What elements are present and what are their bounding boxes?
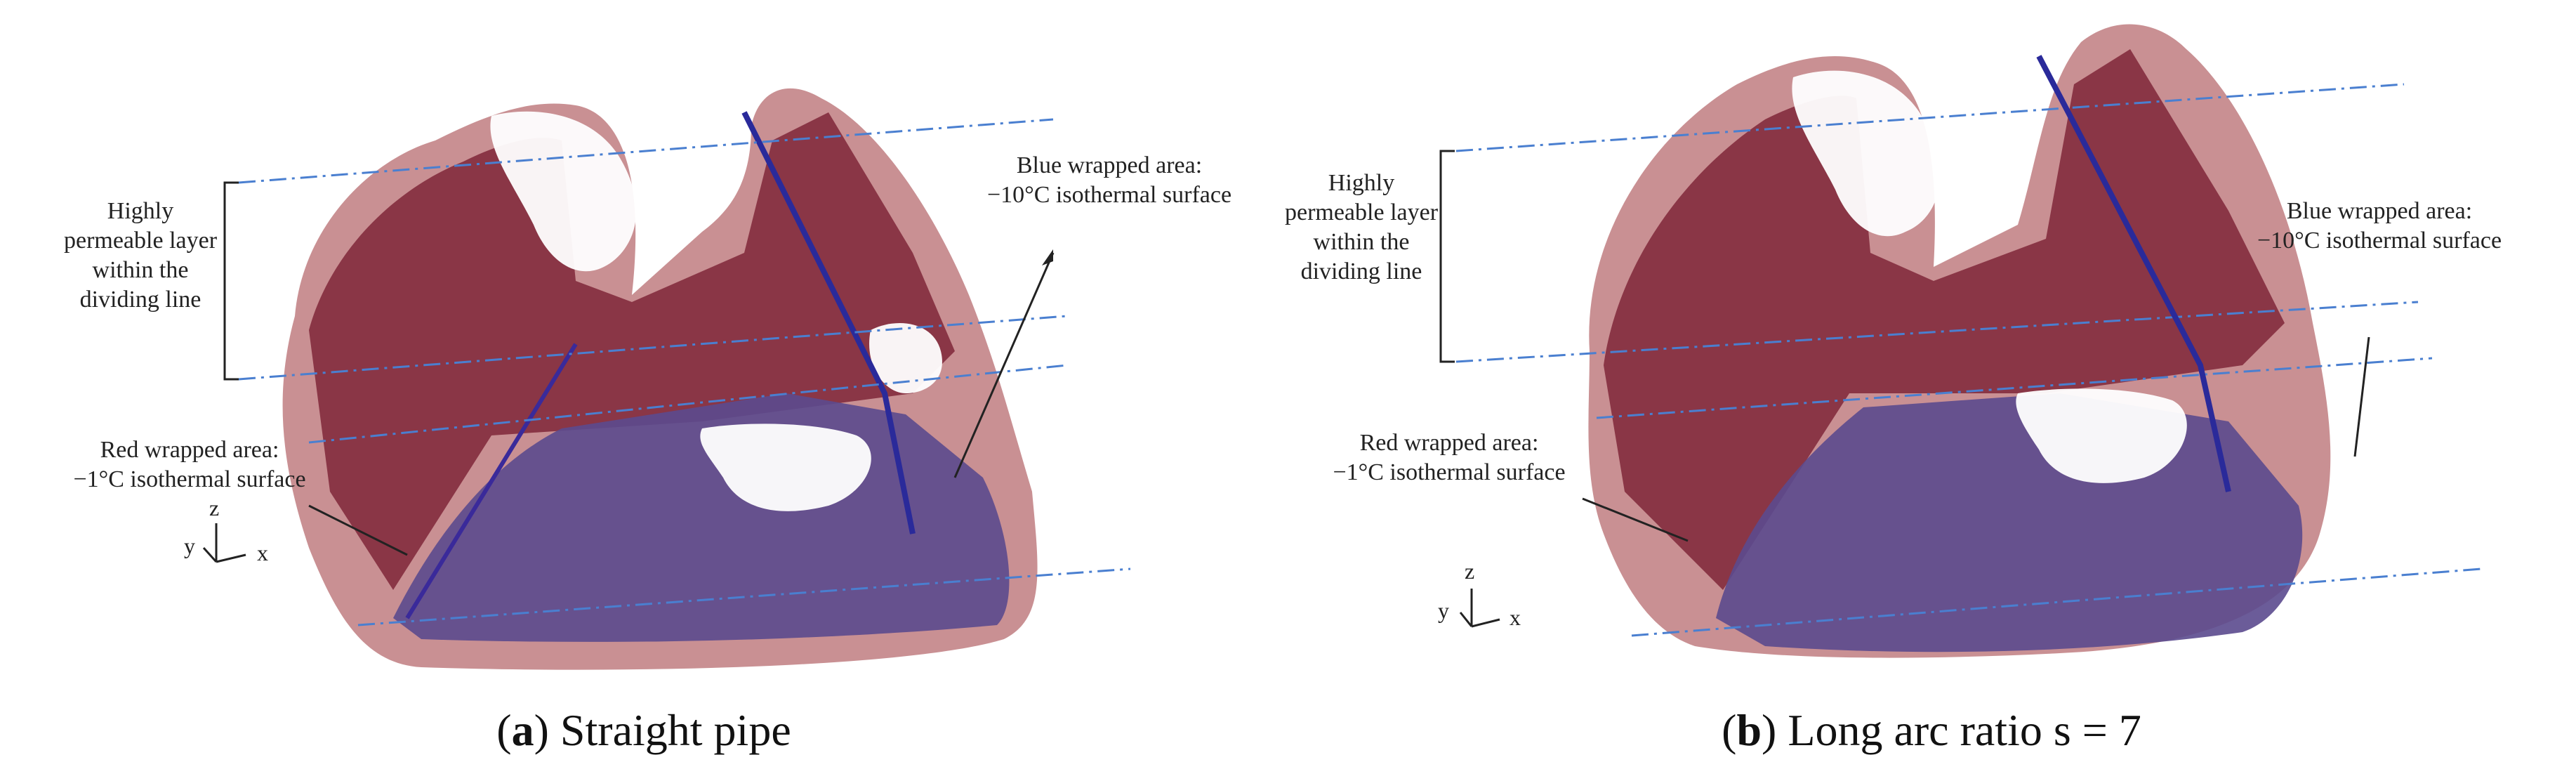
red-area-label: Red wrapped area: −1°C isothermal surfac…	[73, 437, 306, 492]
panel-b: Highly permeable layer within the dividi…	[1285, 0, 2576, 781]
coordinate-axes	[202, 523, 246, 563]
layer-label: Highly permeable layer within the dividi…	[1284, 170, 1439, 284]
isothermal-surface-figure-a	[202, 88, 1131, 670]
axis-x-label: x	[1510, 605, 1521, 630]
blue-edge-right	[741, 111, 916, 534]
red-label-arrow	[308, 504, 408, 556]
axis-z-label: z	[209, 495, 220, 520]
blue-edge-left	[405, 343, 578, 619]
red-wrapped-area	[309, 112, 955, 590]
layer-label: Highly permeable layer within the dividi…	[63, 198, 218, 313]
blue-label-arrow	[953, 252, 1055, 478]
dividing-lines	[1455, 83, 2482, 637]
blue-edge-right	[2036, 55, 2231, 492]
axis-y-label: y	[184, 533, 195, 558]
red-label-arrow	[1582, 497, 1689, 542]
caption-a: (a) Straight pipe	[496, 705, 791, 755]
blue-label-arrow	[2353, 336, 2370, 457]
panel-a: Highly permeable layer within the dividi…	[63, 88, 1232, 755]
coordinate-axes	[1459, 589, 1500, 628]
axis-z-label: z	[1465, 558, 1475, 584]
blue-area-label: Blue wrapped area: −10°C isothermal surf…	[986, 152, 1232, 208]
right-cavity	[869, 323, 942, 393]
isothermal-surface-figure-b	[1439, 24, 2482, 658]
axis-x-label: x	[257, 540, 268, 565]
layer-bracket	[223, 181, 239, 381]
axis-y-label: y	[1438, 598, 1449, 623]
red-area-label: Red wrapped area: −1°C isothermal surfac…	[1333, 430, 1566, 485]
blue-area-label: Blue wrapped area: −10°C isothermal surf…	[2257, 198, 2502, 254]
upper-cavity	[490, 111, 637, 272]
red-wrapped-area	[1604, 49, 2285, 590]
dividing-lines	[238, 118, 1131, 626]
lower-cavity	[2016, 388, 2187, 483]
lower-cavity	[700, 424, 871, 511]
layer-bracket	[1439, 150, 1455, 363]
caption-b: (b) Long arc ratio s = 7	[1722, 705, 2141, 755]
upper-cavity	[1792, 70, 1940, 237]
